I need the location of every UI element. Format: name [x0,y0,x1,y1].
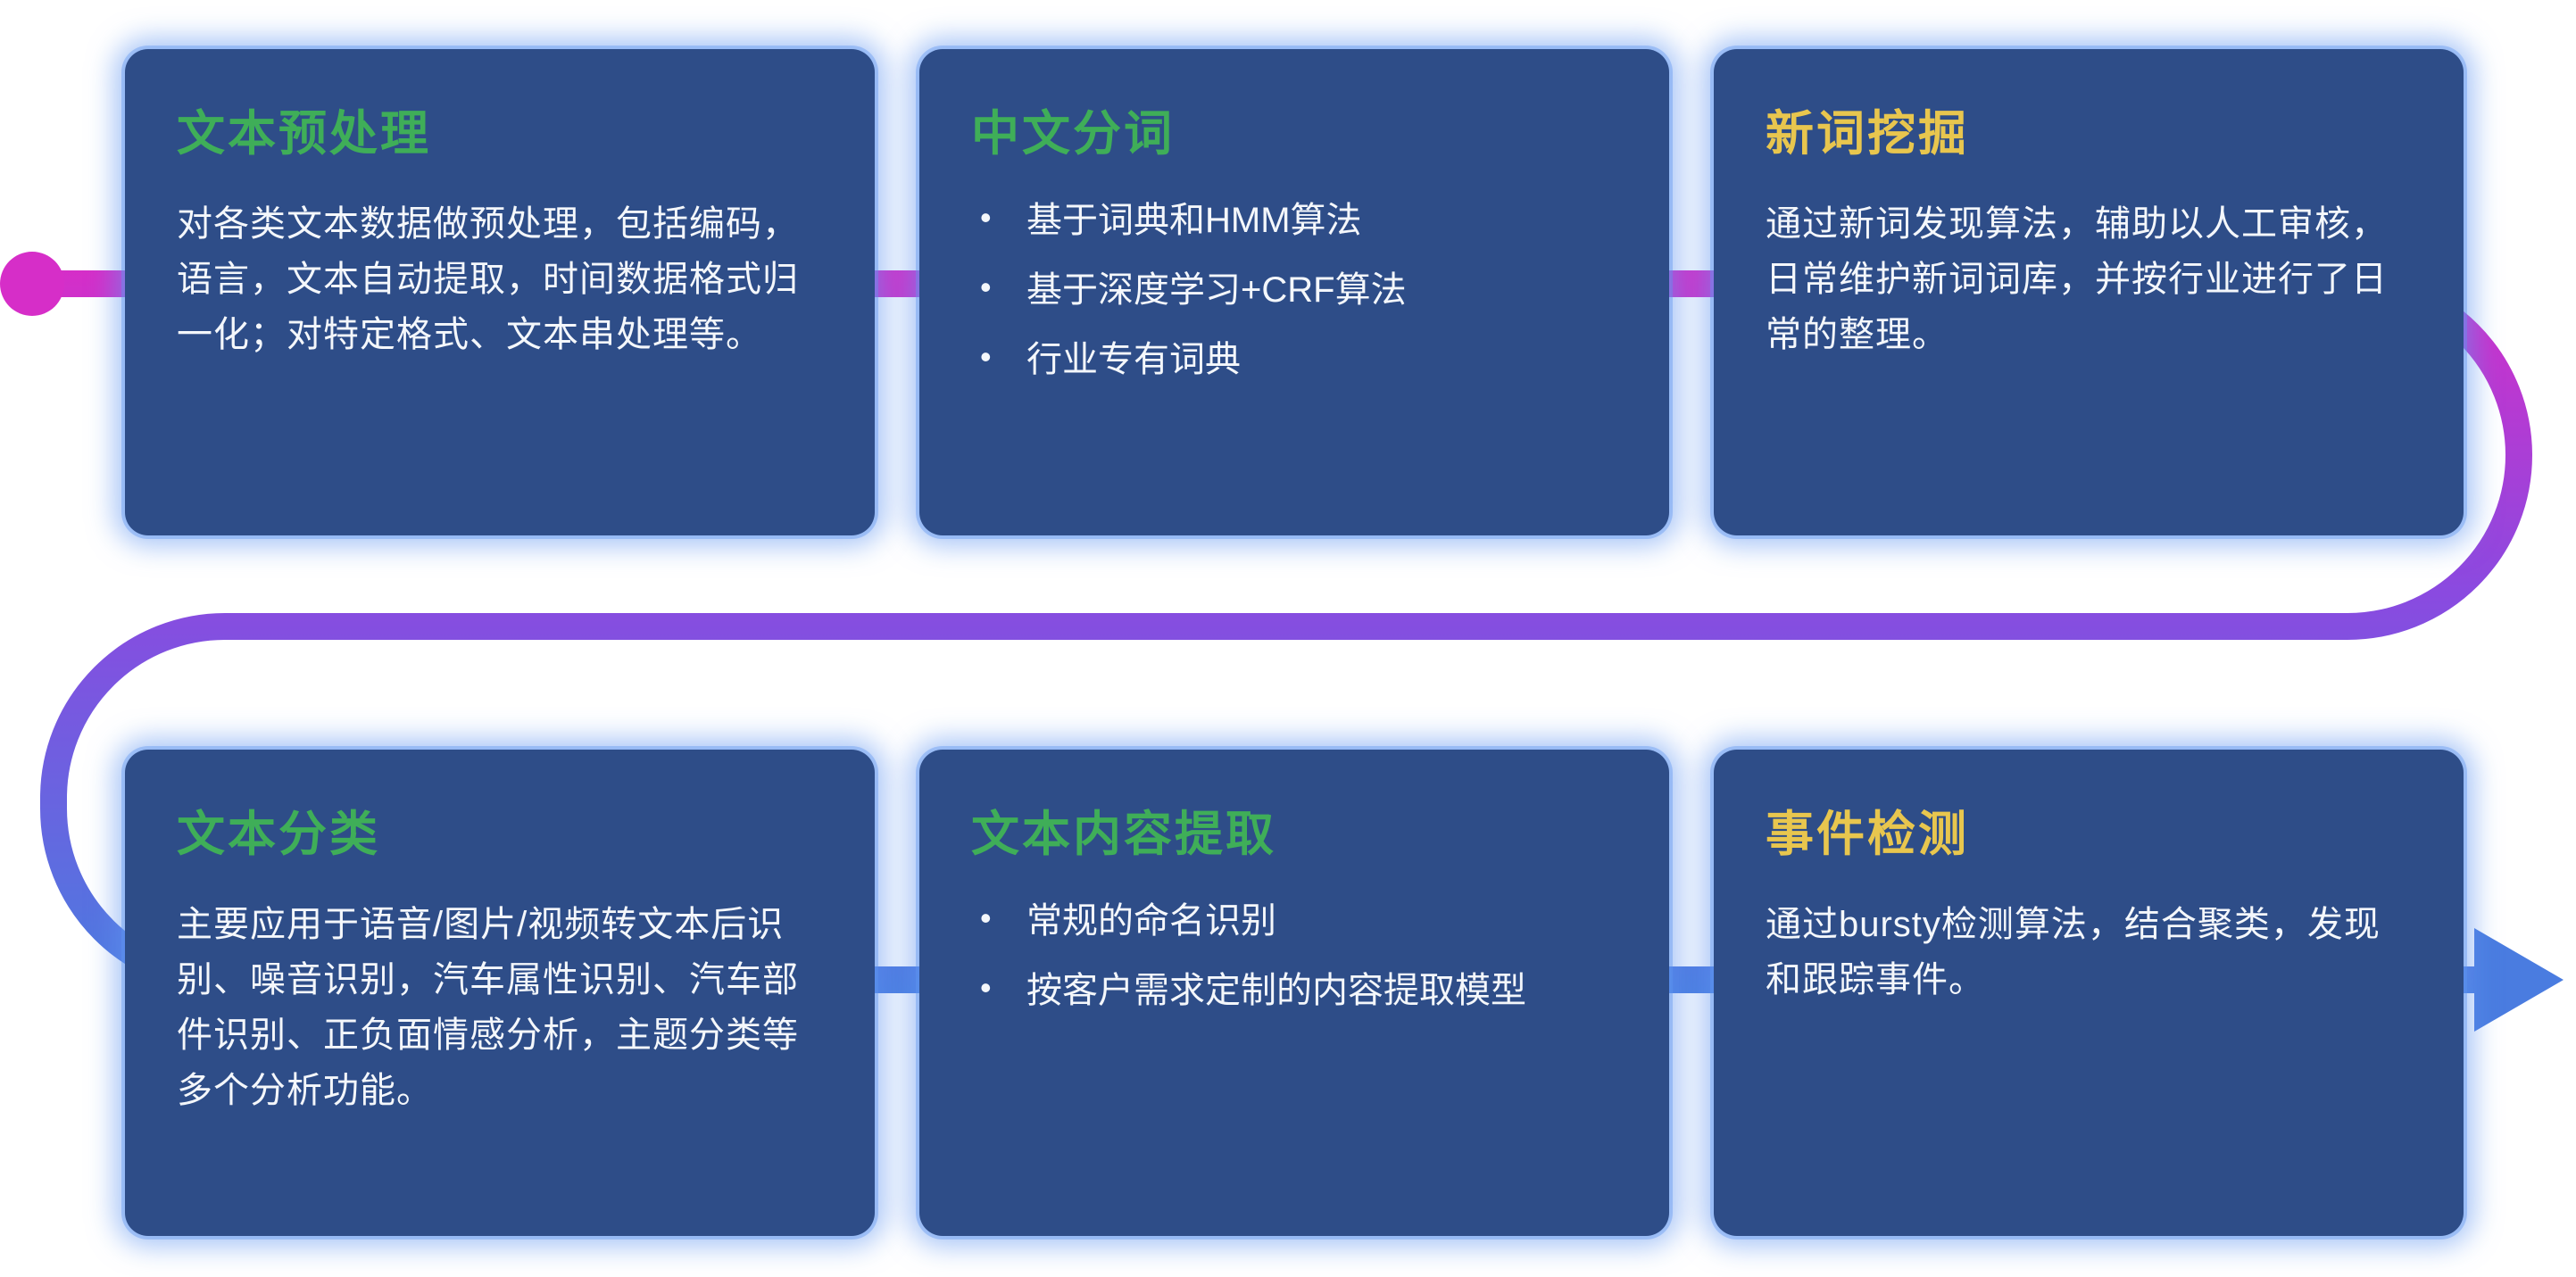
card-chinese-word-segmentation: 中文分词 基于词典和HMM算法 基于深度学习+CRF算法 行业专有词典 [919,49,1669,535]
card-text-preprocessing: 文本预处理 对各类文本数据做预处理，包括编码，语言，文本自动提取，时间数据格式归… [125,49,875,535]
card-body: 对各类文本数据做预处理，包括编码，语言，文本自动提取，时间数据格式归一化；对特定… [177,204,799,354]
card-title: 文本分类 [177,808,380,861]
bullet-item: 按客户需求定制的内容提取模型 [971,966,1617,1015]
card-body: 主要应用于语音/图片/视频转文本后识别、噪音识别，汽车属性识别、汽车部件识别、正… [177,905,799,1110]
card-title: 中文分词 [971,107,1175,161]
flow-start-dot-icon [0,252,64,316]
card-text-classification: 文本分类 主要应用于语音/图片/视频转文本后识别、噪音识别，汽车属性识别、汽车部… [125,750,875,1236]
card-body: 通过新词发现算法，辅助以人工审核，日常维护新词词库，并按行业进行了日常的整理。 [1766,204,2388,354]
card-title: 文本预处理 [177,107,431,161]
card-body: 通过bursty检测算法，结合聚类，发现和跟踪事件。 [1766,905,2381,999]
flow-line [32,270,2533,993]
card-event-detection: 事件检测 通过bursty检测算法，结合聚类，发现和跟踪事件。 [1714,750,2464,1236]
bullet-item: 行业专有词典 [971,336,1617,384]
flow-arrow-icon [2474,928,2564,1032]
card-text-content-extraction: 文本内容提取 常规的命名识别 按客户需求定制的内容提取模型 [919,750,1669,1236]
bullet-item: 基于深度学习+CRF算法 [971,266,1617,314]
card-bullet-list: 基于词典和HMM算法 基于深度学习+CRF算法 行业专有词典 [971,196,1617,384]
card-new-word-mining: 新词挖掘 通过新词发现算法，辅助以人工审核，日常维护新词词库，并按行业进行了日常… [1714,49,2464,535]
card-title: 新词挖掘 [1766,107,1969,161]
bullet-item: 常规的命名识别 [971,897,1617,945]
bullet-item: 基于词典和HMM算法 [971,196,1617,245]
card-bullet-list: 常规的命名识别 按客户需求定制的内容提取模型 [971,897,1617,1015]
card-title: 文本内容提取 [971,808,1276,861]
card-title: 事件检测 [1766,808,1969,861]
